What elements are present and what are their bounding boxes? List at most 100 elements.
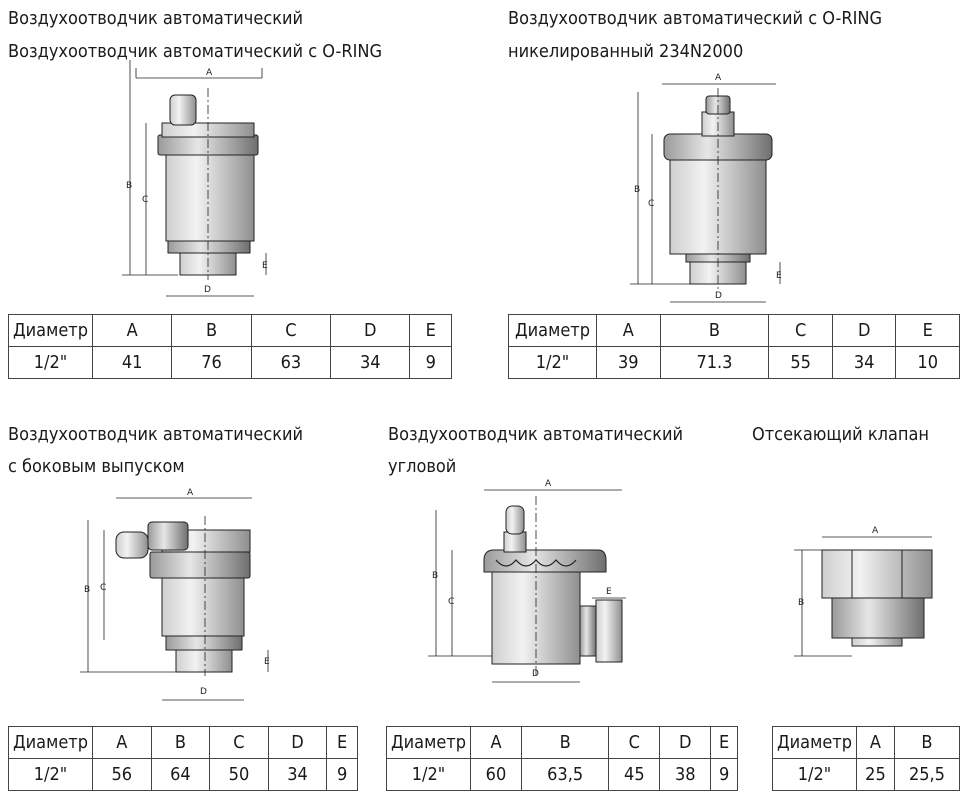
caption-vent-side-line-2: с боковым выпуском: [8, 456, 185, 477]
table-row: 1/2" 25 25,5: [772, 758, 961, 791]
spec-table-air-vent: Диаметр A B C D E 1/2" 41 76 63 34 9: [8, 314, 452, 379]
spec-table-air-vent-side-outlet: Диаметр A B C D E 1/2" 56 64 50 34 9: [8, 726, 358, 791]
table-cell: 63: [250, 346, 332, 379]
dim-label-e: E: [262, 261, 268, 271]
table-header-cell: C: [250, 314, 332, 347]
table-cell: 9: [409, 346, 452, 379]
drawing-air-vent-angled: [428, 489, 626, 683]
table-header-row: Диаметр A B: [772, 726, 961, 759]
table-cell: 9: [710, 758, 738, 791]
table-header-cell: D: [267, 726, 328, 759]
caption-vent-1-line-1: Воздухоотводчик автоматический: [8, 8, 304, 29]
table-header-cell: A: [470, 726, 522, 759]
drawing-shutoff-valve: [794, 536, 933, 657]
table-row: 1/2" 39 71.3 55 34 10: [508, 346, 960, 379]
dim-label-d: D: [204, 285, 211, 295]
table-header-cell: Диаметр: [386, 726, 471, 759]
dim-label-c: C: [448, 597, 454, 607]
caption-vent-2-line-1: Воздухоотводчик автоматический с O-RING: [508, 8, 883, 29]
table-cell: 50: [209, 758, 269, 791]
table-header-cell: A: [92, 726, 152, 759]
table-header-cell: B: [893, 726, 961, 759]
dim-label-a: A: [206, 68, 213, 78]
table-cell: 25,5: [893, 758, 961, 791]
table-header-row: Диаметр A B C D E: [8, 314, 452, 347]
dim-label-a: A: [187, 488, 194, 498]
table-cell: 38: [659, 758, 712, 791]
table-cell: 39: [596, 346, 661, 379]
dim-label-b: B: [84, 585, 90, 595]
table-cell: 60: [470, 758, 522, 791]
table-header-cell: A: [596, 314, 661, 347]
table-header-cell: C: [768, 314, 833, 347]
table-header-cell: A: [856, 726, 895, 759]
table-row: 1/2" 60 63,5 45 38 9: [386, 758, 738, 791]
table-row: 1/2" 56 64 50 34 9: [8, 758, 358, 791]
table-cell: 64: [150, 758, 211, 791]
table-cell: 1/2": [508, 346, 597, 379]
table-cell: 1/2": [8, 758, 93, 791]
dim-label-d: D: [715, 291, 722, 301]
table-header-cell: Диаметр: [8, 726, 93, 759]
table-header-cell: B: [171, 314, 252, 347]
table-header-cell: B: [150, 726, 211, 759]
table-header-cell: E: [409, 314, 452, 347]
table-header-row: Диаметр A B C D E: [8, 726, 358, 759]
dim-label-c: C: [648, 199, 654, 209]
caption-vent-1-line-2: Воздухоотводчик автоматический с O-RING: [8, 41, 383, 62]
table-cell: 34: [267, 758, 328, 791]
dim-label-e: E: [264, 657, 270, 667]
table-header-cell: B: [659, 314, 770, 347]
drawing-air-vent-side-outlet: [80, 497, 269, 701]
dim-label-a: A: [545, 479, 552, 489]
dim-label-c: C: [142, 195, 148, 205]
caption-vent-angle-line-2: угловой: [388, 456, 457, 477]
table-cell: 76: [171, 346, 252, 379]
table-cell: 1/2": [386, 758, 471, 791]
table-cell: 25: [856, 758, 895, 791]
table-header-cell: C: [608, 726, 661, 759]
table-header-cell: E: [326, 726, 358, 759]
table-header-cell: D: [831, 314, 897, 347]
caption-vent-angle-line-1: Воздухоотводчик автоматический: [388, 424, 684, 445]
drawing-air-vent: [122, 60, 267, 297]
table-header-cell: E: [895, 314, 960, 347]
dim-label-b: B: [432, 571, 438, 581]
dim-label-c: C: [100, 583, 106, 593]
table-cell: 34: [330, 346, 411, 379]
table-cell: 1/2": [772, 758, 857, 791]
caption-vent-side-line-1: Воздухоотводчик автоматический: [8, 424, 304, 445]
table-row: 1/2" 41 76 63 34 9: [8, 346, 452, 379]
table-cell: 9: [326, 758, 358, 791]
dim-label-d: D: [532, 669, 539, 679]
table-cell: 71.3: [659, 346, 770, 379]
table-header-row: Диаметр A B C D E: [508, 314, 960, 347]
table-header-cell: B: [520, 726, 610, 759]
table-cell: 56: [92, 758, 152, 791]
table-cell: 63,5: [520, 758, 610, 791]
caption-vent-2-line-2: никелированный 234N2000: [508, 41, 744, 62]
table-header-cell: D: [659, 726, 712, 759]
dim-label-d: D: [200, 687, 207, 697]
table-cell: 55: [768, 346, 833, 379]
drawing-air-vent-nickel: [630, 83, 781, 303]
dim-label-b: B: [634, 185, 640, 195]
dim-label-a: A: [872, 526, 879, 536]
dim-label-b: B: [126, 181, 132, 191]
dim-label-b: B: [798, 598, 804, 608]
table-cell: 34: [831, 346, 897, 379]
spec-table-shutoff-valve: Диаметр A B 1/2" 25 25,5: [772, 726, 961, 791]
spec-table-air-vent-angled: Диаметр A B C D E 1/2" 60 63,5 45 38 9: [386, 726, 738, 791]
table-cell: 45: [608, 758, 661, 791]
table-header-cell: D: [330, 314, 411, 347]
spec-table-air-vent-nickel: Диаметр A B C D E 1/2" 39 71.3 55 34 10: [508, 314, 960, 379]
table-cell: 41: [91, 346, 173, 379]
table-cell: 1/2": [8, 346, 93, 379]
table-header-cell: C: [209, 726, 269, 759]
table-header-cell: A: [91, 314, 173, 347]
table-header-cell: Диаметр: [8, 314, 93, 347]
dim-label-e: E: [606, 587, 612, 597]
dim-label-a: A: [715, 73, 722, 83]
dim-label-e: E: [776, 271, 782, 281]
